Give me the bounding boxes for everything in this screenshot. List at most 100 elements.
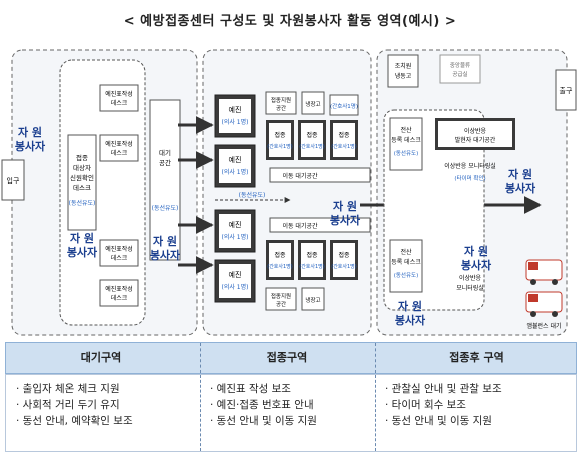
task-item: · 동선 안내 및 이동 지원 bbox=[385, 415, 492, 427]
svg-text:공간: 공간 bbox=[276, 104, 286, 112]
volunteer-label-3: 자 원 bbox=[153, 234, 177, 248]
svg-text:중앙물류: 중앙물류 bbox=[450, 61, 470, 69]
entrance-tag bbox=[1, 159, 25, 201]
svg-text:(간호사1명): (간호사1명) bbox=[299, 263, 325, 270]
svg-text:(간호사1명): (간호사1명) bbox=[299, 143, 325, 150]
shot-rooms-top: 접종지원 공간 냉장고 접종 (간호사1명) 접종 (간호사1명) 접종 (간호… bbox=[265, 91, 359, 160]
layout-diagram: 입구 접종 대상자 신원확인 데스크 예진표작성 데스크 예진표작성 데스크 예… bbox=[1, 49, 577, 336]
svg-text:예진: 예진 bbox=[229, 270, 242, 279]
task-item: · 출입자 체온 체크 지원 bbox=[16, 383, 120, 395]
form-desk-3 bbox=[99, 239, 139, 267]
ambulance-icon: 앰뷸런스 대기 bbox=[525, 259, 563, 330]
task-item: · 동선 안내, 예약확인 보조 bbox=[16, 415, 133, 427]
svg-text:등록 데스크: 등록 데스크 bbox=[391, 258, 421, 266]
page-title: < 예방접종센터 구성도 및 자원봉사자 활동 영역(예시) > bbox=[123, 14, 457, 29]
svg-text:접종: 접종 bbox=[306, 251, 318, 259]
svg-text:(의사 1명): (의사 1명) bbox=[222, 233, 249, 241]
volunteer-label-6: 자 원 bbox=[464, 244, 488, 258]
svg-text:봉사자: 봉사자 bbox=[395, 313, 426, 327]
svg-text:등록 데스크: 등록 데스크 bbox=[391, 136, 421, 144]
svg-text:접종: 접종 bbox=[274, 131, 286, 139]
svg-text:데스크: 데스크 bbox=[111, 254, 128, 262]
zone-header-vaccination: 접종구역 bbox=[266, 351, 308, 364]
svg-text:(간호사1명): (간호사1명) bbox=[267, 143, 293, 150]
svg-text:봉사자: 봉사자 bbox=[15, 139, 46, 153]
volunteer-label-1: 자 원 bbox=[18, 125, 42, 139]
task-item: · 타이머 회수 보조 bbox=[385, 399, 466, 411]
svg-text:봉사자: 봉사자 bbox=[505, 181, 536, 195]
register-desk-1 bbox=[389, 117, 423, 171]
info-desk bbox=[67, 134, 97, 231]
svg-text:(간호사1명): (간호사1명) bbox=[331, 143, 357, 150]
entrance-text: 입구 bbox=[7, 177, 20, 185]
form-desk-1 bbox=[99, 84, 139, 112]
svg-text:이동 대기공간: 이동 대기공간 bbox=[282, 172, 318, 180]
exam-rooms: 예진 (의사 1명) 예진 (의사 1명) 예진 (의사 1명) 예진 (의사 … bbox=[214, 94, 256, 303]
waiting-space bbox=[149, 99, 181, 261]
svg-text:전산: 전산 bbox=[400, 248, 412, 256]
svg-text:봉사자: 봉사자 bbox=[461, 258, 492, 272]
svg-text:데스크: 데스크 bbox=[111, 149, 128, 157]
svg-text:접종: 접종 bbox=[338, 131, 350, 139]
svg-text:이상반응: 이상반응 bbox=[464, 127, 487, 135]
svg-text:이상반응: 이상반응 bbox=[459, 274, 482, 282]
task-list-waiting: · 출입자 체온 체크 지원 · 사회적 거리 두기 유지 · 동선 안내, 예… bbox=[16, 381, 133, 429]
svg-text:접종지원: 접종지원 bbox=[271, 292, 291, 300]
svg-text:조치원: 조치원 bbox=[395, 62, 412, 70]
volunteer-label-4: 자 원 bbox=[333, 199, 357, 213]
svg-text:(의사 1명): (의사 1명) bbox=[222, 118, 249, 126]
exit-tag bbox=[555, 69, 577, 111]
svg-text:신원확인: 신원확인 bbox=[70, 173, 94, 182]
svg-text:봉사자: 봉사자 bbox=[330, 213, 361, 227]
svg-text:모니터링실: 모니터링실 bbox=[456, 284, 484, 292]
svg-text:(간호사1명): (간호사1명) bbox=[331, 263, 357, 270]
svg-text:전산: 전산 bbox=[400, 126, 412, 134]
svg-text:앰뷸런스 대기: 앰뷸런스 대기 bbox=[526, 322, 561, 330]
volunteer-label-5: 자 원 bbox=[508, 167, 532, 181]
svg-text:예진표작성: 예진표작성 bbox=[105, 140, 133, 148]
svg-text:(동선유도): (동선유도) bbox=[394, 149, 419, 157]
svg-text:냉동고: 냉동고 bbox=[395, 72, 412, 80]
task-item: · 예진표 작성 보조 bbox=[210, 383, 291, 395]
svg-text:봉사자: 봉사자 bbox=[150, 248, 181, 262]
svg-text:(타이머 확인): (타이머 확인) bbox=[454, 174, 485, 182]
task-item: · 예진·접종 번호표 안내 bbox=[210, 399, 314, 411]
svg-text:(동선유도): (동선유도) bbox=[394, 271, 419, 279]
task-lists: · 출입자 체온 체크 지원 · 사회적 거리 두기 유지 · 동선 안내, 예… bbox=[5, 374, 577, 452]
svg-text:예진: 예진 bbox=[229, 155, 242, 164]
svg-text:예진: 예진 bbox=[229, 220, 242, 229]
svg-text:데스크: 데스크 bbox=[73, 184, 91, 192]
form-desk-2 bbox=[99, 134, 139, 162]
svg-text:(동선유도): (동선유도) bbox=[152, 204, 179, 212]
svg-text:예진: 예진 bbox=[229, 105, 242, 114]
svg-text:(간호사1명): (간호사1명) bbox=[330, 102, 358, 110]
svg-text:예진표작성: 예진표작성 bbox=[105, 245, 133, 253]
svg-text:예진표작성: 예진표작성 bbox=[105, 285, 133, 293]
svg-text:냉장고: 냉장고 bbox=[305, 100, 320, 108]
zone-header-bar: 대기구역 접종구역 접종후 구역 bbox=[5, 342, 577, 374]
svg-text:(의사 1명): (의사 1명) bbox=[222, 283, 249, 291]
svg-text:이상반응 모니터링실: 이상반응 모니터링실 bbox=[444, 162, 496, 170]
svg-text:공급실: 공급실 bbox=[452, 70, 467, 78]
svg-text:발현자 대기공간: 발현자 대기공간 bbox=[455, 136, 496, 144]
svg-text:출구: 출구 bbox=[560, 86, 573, 95]
svg-text:봉사자: 봉사자 bbox=[67, 245, 98, 259]
task-item: · 사회적 거리 두기 유지 bbox=[16, 399, 120, 411]
svg-text:대기: 대기 bbox=[159, 148, 171, 157]
svg-text:예진표작성: 예진표작성 bbox=[105, 90, 133, 98]
svg-text:데스크: 데스크 bbox=[111, 294, 128, 302]
svg-text:공간: 공간 bbox=[276, 300, 286, 308]
svg-text:냉장고: 냉장고 bbox=[305, 296, 320, 304]
zone-header-waiting: 대기구역 bbox=[80, 351, 122, 364]
svg-text:(동선유도): (동선유도) bbox=[69, 199, 96, 207]
svg-text:공간: 공간 bbox=[159, 158, 171, 167]
svg-text:(간호사1명): (간호사1명) bbox=[267, 263, 293, 270]
svg-text:데스크: 데스크 bbox=[111, 99, 128, 107]
svg-text:이동 대기공간: 이동 대기공간 bbox=[282, 222, 318, 230]
shot-rooms-bottom: 접종 (간호사1명) 접종 (간호사1명) 접종 (간호사1명) 접종지원 공간… bbox=[265, 240, 358, 311]
svg-text:접종: 접종 bbox=[338, 251, 350, 259]
svg-text:대상자: 대상자 bbox=[73, 163, 91, 172]
task-list-vaccination: · 예진표 작성 보조 · 예진·접종 번호표 안내 · 동선 안내 및 이동 … bbox=[210, 381, 317, 429]
task-item: · 관찰실 안내 및 관찰 보조 bbox=[385, 383, 502, 395]
task-item: · 동선 안내 및 이동 지원 bbox=[210, 415, 317, 427]
